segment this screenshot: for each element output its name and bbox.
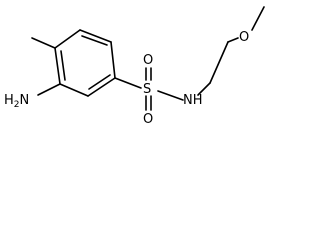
ring-bond-2 (110, 41, 116, 79)
ring-bond-5 (54, 47, 61, 85)
ch2-ch2-bond (209, 41, 229, 84)
sulfur-nh-bond (157, 90, 184, 101)
ring-bond-6 (54, 29, 81, 49)
ring-bond-5-inner (60, 50, 66, 81)
molecule-diagram: H2N S O O NH O (4, 6, 265, 127)
amino-label: H2N (4, 93, 29, 110)
ring-sulfur-bond (114, 77, 142, 89)
ring-bond-3 (87, 77, 116, 97)
nh-ch2-bond (197, 82, 211, 96)
oxygen-top-label: O (143, 53, 153, 68)
o-methyl-bond (251, 6, 265, 31)
ring-bond-4 (59, 83, 89, 97)
sulfur-label: S (143, 82, 151, 97)
amino-bond (37, 83, 61, 96)
benzene-ring (54, 29, 116, 97)
oxygen-bottom-label: O (143, 112, 153, 127)
structure-canvas: H2N S O O NH O (4, 6, 265, 127)
ch2-o-bond (227, 37, 239, 43)
ring-bond-1-inner (81, 35, 108, 46)
ring-bond-3-inner (88, 74, 111, 90)
nh-label: NH (183, 93, 203, 108)
ether-oxygen-label: O (239, 30, 249, 45)
ring-bond-1 (79, 29, 112, 43)
methyl-bond (31, 37, 56, 49)
